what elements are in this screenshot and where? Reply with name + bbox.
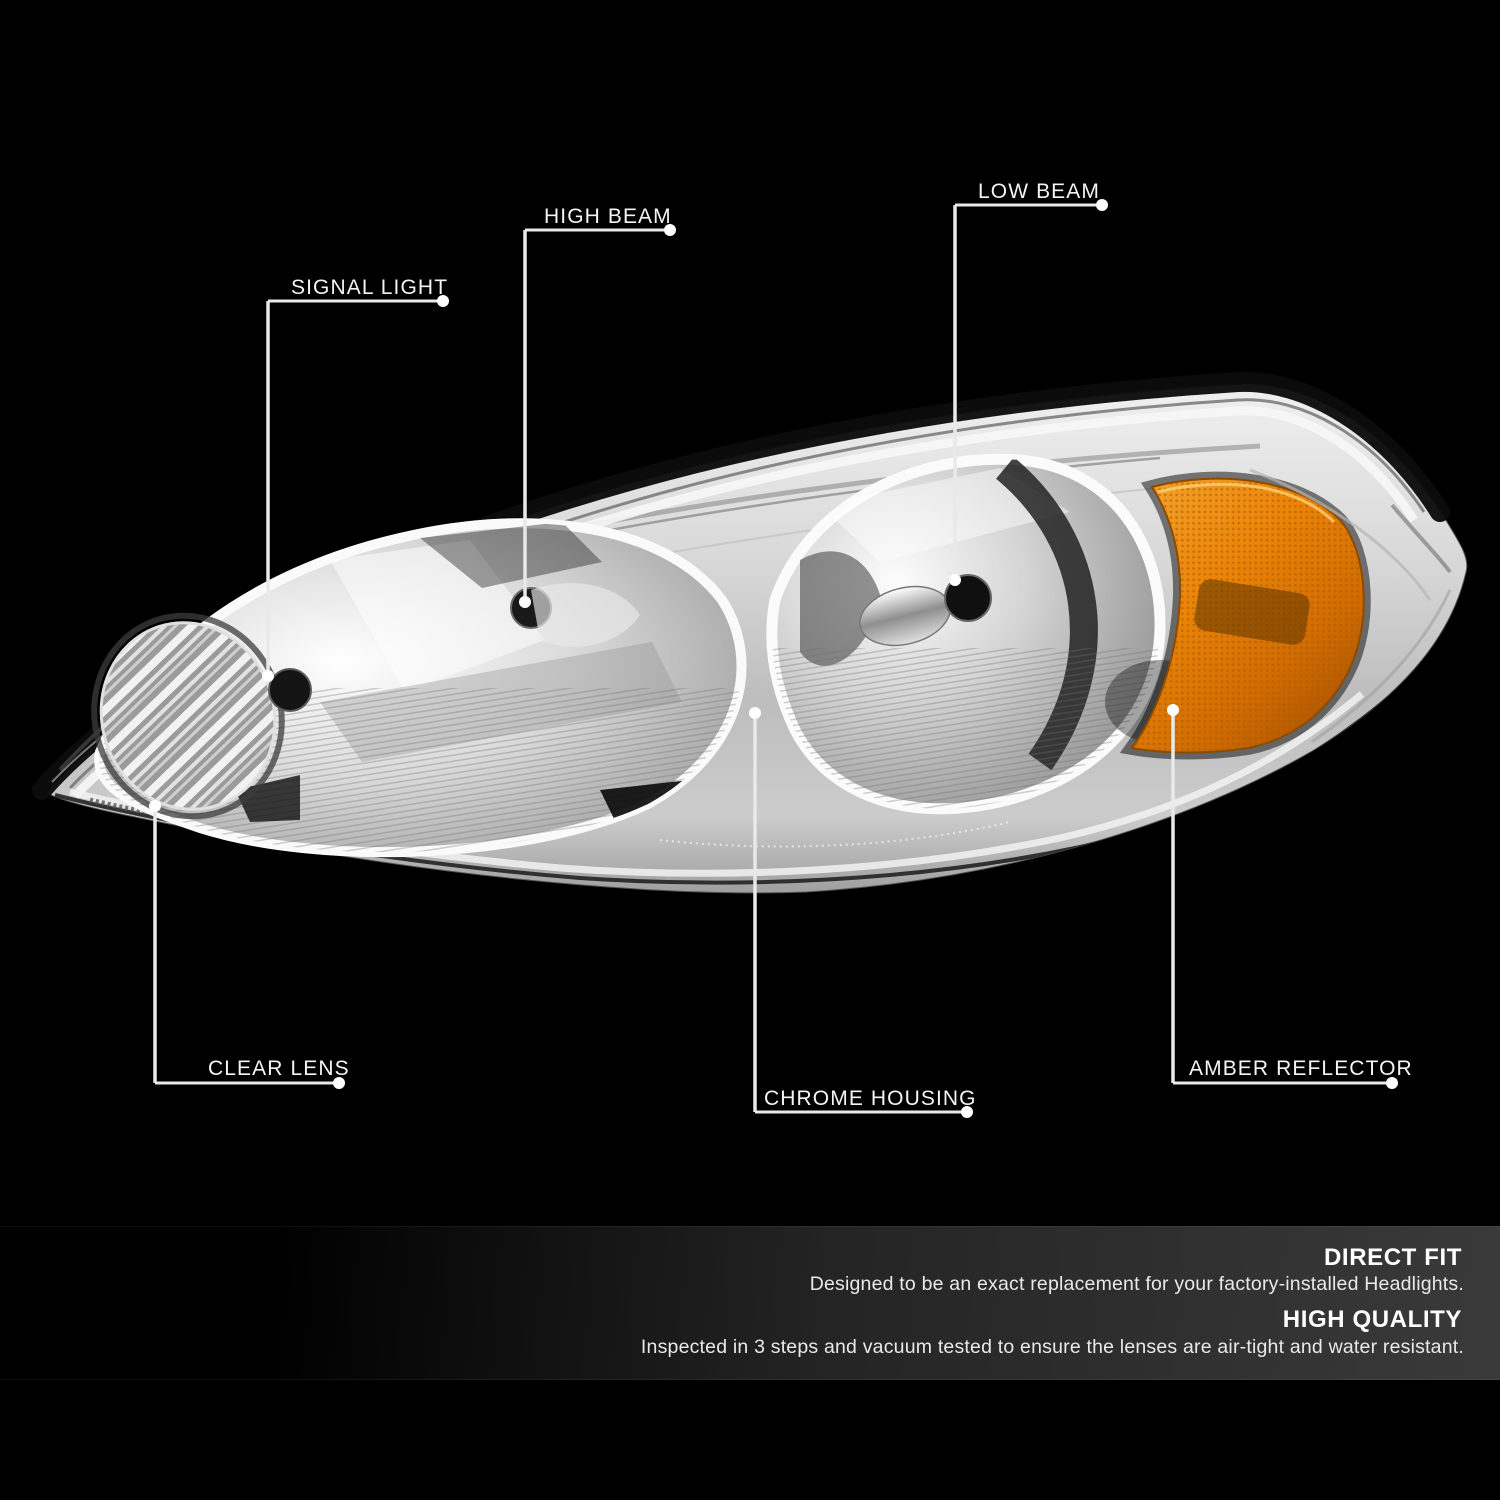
lens-sparkle-line (659, 821, 1011, 848)
callout-lines (149, 199, 1398, 1118)
right-tip-curve (1249, 468, 1432, 601)
info-band (0, 1226, 1500, 1380)
callout-label-signal-light: SIGNAL LIGHT (291, 276, 449, 299)
info-heading-high-quality: HIGH QUALITY (1282, 1306, 1462, 1333)
callout-label-chrome-housing: CHROME HOUSING (764, 1087, 977, 1110)
callout-label-low-beam: LOW BEAM (978, 180, 1100, 203)
headlight-body (32, 371, 1468, 894)
right-tip-curve (1311, 589, 1452, 744)
callout-amber-reflector (1167, 704, 1398, 1089)
callout-label-high-beam: HIGH BEAM (544, 205, 672, 228)
low-beam-bulb-socket (944, 574, 992, 622)
right-tip-curve (1390, 503, 1452, 574)
info-body-direct-fit: Designed to be an exact replacement for … (809, 1273, 1464, 1295)
signal-light-lens (91, 612, 285, 820)
info-body-high-quality: Inspected in 3 steps and vacuum tested t… (640, 1336, 1464, 1358)
callout-high-beam (519, 224, 676, 608)
signal-light-bulb-socket (268, 668, 312, 712)
amber-reflector-shape (1105, 471, 1371, 760)
callout-chrome-housing (749, 707, 973, 1118)
high-beam-bulb-shield (531, 583, 640, 647)
info-heading-direct-fit: DIRECT FIT (1324, 1244, 1462, 1271)
callout-label-clear-lens: CLEAR LENS (208, 1057, 350, 1080)
callout-low-beam (949, 199, 1108, 586)
callout-label-amber-reflector: AMBER REFLECTOR (1189, 1057, 1413, 1080)
callout-clear-lens (149, 800, 345, 1089)
callout-signal-light (262, 295, 449, 682)
